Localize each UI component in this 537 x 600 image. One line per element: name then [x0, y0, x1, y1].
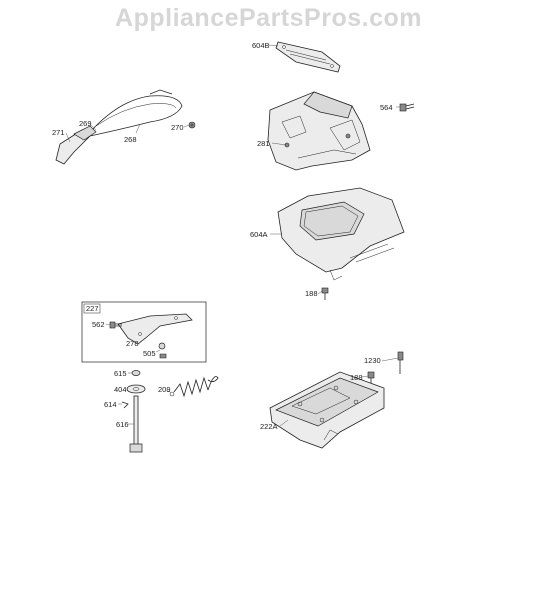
label-1230: 1230 — [364, 356, 381, 365]
watermark-logo: AppliancePartsPros.com — [115, 4, 422, 32]
part-564[interactable] — [399, 103, 415, 112]
label-505: 505 — [143, 349, 156, 358]
part-271-lever[interactable] — [55, 125, 97, 165]
label-562: 562 — [92, 320, 105, 329]
label-616: 616 — [116, 420, 129, 429]
label-604A: 604A — [250, 230, 268, 239]
part-268-cable[interactable] — [89, 89, 183, 137]
part-281[interactable] — [267, 91, 371, 171]
part-604A[interactable] — [277, 187, 405, 281]
label-188-lower: 188 — [350, 373, 363, 382]
label-615: 615 — [114, 369, 127, 378]
label-404: 404 — [114, 385, 127, 394]
label-270: 270 — [171, 123, 184, 132]
label-222A: 222A — [260, 422, 278, 431]
part-1230-stud[interactable] — [397, 351, 404, 374]
part-188-upper[interactable] — [321, 287, 329, 300]
label-604B: 604B — [252, 41, 270, 50]
part-group-227 — [81, 301, 207, 363]
part-209-spring[interactable] — [169, 376, 219, 398]
part-278-bracket[interactable] — [117, 313, 193, 345]
label-268: 268 — [124, 135, 137, 144]
label-209: 209 — [158, 385, 171, 394]
part-270-nut[interactable] — [188, 121, 196, 129]
part-562-screw[interactable] — [109, 321, 122, 329]
label-281: 281 — [257, 139, 270, 148]
part-615-ring[interactable] — [131, 370, 141, 376]
part-505-washer[interactable] — [158, 342, 167, 359]
label-188-upper: 188 — [305, 289, 318, 298]
part-616-shaft[interactable] — [129, 395, 143, 453]
label-564: 564 — [380, 103, 393, 112]
part-604B[interactable] — [275, 41, 341, 73]
part-404-washer[interactable] — [126, 384, 146, 394]
label-271: 271 — [52, 128, 65, 137]
label-278: 278 — [126, 339, 139, 348]
leader-lines — [65, 44, 400, 427]
part-614-pin[interactable] — [121, 401, 129, 409]
part-222A-base[interactable] — [269, 371, 385, 449]
label-269: 269 — [79, 119, 92, 128]
label-227: 227 — [86, 304, 99, 313]
label-614: 614 — [104, 400, 117, 409]
